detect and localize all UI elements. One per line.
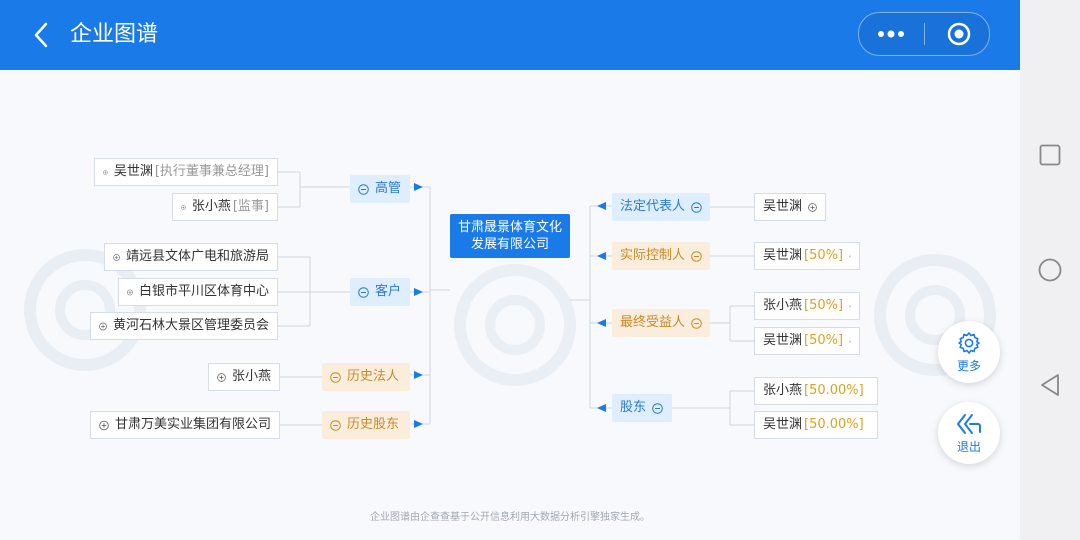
chevron-left-icon <box>34 22 48 48</box>
company-name: 甘肃万美实业集团有限公司 <box>114 417 271 432</box>
person-node[interactable]: 张小燕 [50%] <box>754 292 860 320</box>
customer-node[interactable]: 黄河石林大景区管理委员会 <box>90 312 278 340</box>
system-nav-bar <box>1020 0 1080 540</box>
target-circle-icon <box>947 22 971 46</box>
exit-arrow-icon <box>957 413 981 434</box>
expand-plus-icon[interactable] <box>99 321 107 332</box>
more-button[interactable]: 更多 <box>938 321 1000 383</box>
share-percent: [50%] <box>804 248 844 263</box>
connection-lines <box>278 171 754 428</box>
share-percent: [50.00%] <box>804 383 864 398</box>
expand-plus-icon[interactable] <box>849 336 851 347</box>
category-label: 法定代表人 <box>620 199 686 214</box>
person-name: 张小燕 <box>191 199 231 214</box>
collapse-minus-icon[interactable] <box>358 286 369 298</box>
share-percent: [50.00%] <box>804 417 864 432</box>
expand-plus-icon[interactable] <box>127 287 133 298</box>
page-title: 企业图谱 <box>70 22 159 47</box>
person-name: 吴世渊 <box>763 199 803 214</box>
expand-plus-icon[interactable] <box>113 252 120 263</box>
home-button[interactable] <box>1035 255 1065 285</box>
customer-node[interactable]: 靖远县文体广电和旅游局 <box>104 243 278 271</box>
expand-plus-icon[interactable] <box>99 420 109 431</box>
history-person-node[interactable]: 张小燕 <box>208 363 280 391</box>
category-legal-rep[interactable]: 法定代表人 <box>612 193 710 221</box>
category-actual-controller[interactable]: 实际控制人 <box>612 242 710 270</box>
customer-name: 靖远县文体广电和旅游局 <box>125 249 269 264</box>
share-percent: [50%] <box>804 298 844 313</box>
category-kehu[interactable]: 客户 <box>350 278 410 306</box>
person-name: 吴世渊 <box>113 164 153 179</box>
exit-button[interactable]: 退出 <box>938 402 1000 464</box>
collapse-minus-icon[interactable] <box>358 183 369 195</box>
category-shareholder[interactable]: 股东 <box>612 394 672 422</box>
collapse-minus-icon[interactable] <box>691 317 702 329</box>
customer-node[interactable]: 白银市平川区体育中心 <box>118 278 278 306</box>
person-node[interactable]: 张小燕 [监事] <box>172 193 278 221</box>
system-back-button[interactable] <box>1035 370 1065 400</box>
category-label: 股东 <box>620 400 647 415</box>
expand-plus-icon[interactable] <box>181 202 186 213</box>
expand-plus-icon[interactable] <box>103 167 108 178</box>
category-gaoguan[interactable]: 高管 <box>350 175 410 203</box>
person-node[interactable]: 吴世渊 [50.00%] <box>754 411 878 439</box>
expand-plus-icon[interactable] <box>849 251 851 262</box>
capsule-divider <box>924 23 925 45</box>
category-label: 历史法人 <box>347 369 400 384</box>
top-bar: 企业图谱 <box>0 0 1020 70</box>
gear-icon <box>958 331 980 354</box>
person-name: 张小燕 <box>231 369 271 384</box>
category-history-legal-rep[interactable]: 历史法人 <box>322 363 410 391</box>
person-role: [监事] <box>232 199 269 214</box>
category-label: 历史股东 <box>347 417 400 432</box>
person-role: [执行董事兼总经理] <box>154 164 269 179</box>
category-history-shareholder[interactable]: 历史股东 <box>322 411 410 439</box>
share-percent: [50%] <box>804 333 844 348</box>
close-program-button[interactable] <box>939 19 979 49</box>
expand-plus-icon[interactable] <box>808 202 817 213</box>
collapse-minus-icon[interactable] <box>652 402 663 414</box>
expand-plus-icon[interactable] <box>849 301 851 312</box>
person-name: 吴世渊 <box>763 248 803 263</box>
center-company-node[interactable]: 甘肃晟景体育文化 发展有限公司 <box>450 214 570 258</box>
exit-label: 退出 <box>956 439 981 454</box>
mini-program-capsule <box>858 12 990 56</box>
person-name: 吴世渊 <box>763 333 803 348</box>
more-options-button[interactable] <box>871 19 911 49</box>
customer-name: 黄河石林大景区管理委员会 <box>112 318 269 333</box>
person-name: 吴世渊 <box>763 417 803 432</box>
person-name: 张小燕 <box>763 298 803 313</box>
more-dots-icon <box>878 30 904 38</box>
category-label: 最终受益人 <box>620 315 686 330</box>
person-node[interactable]: 吴世渊 [50%] <box>754 327 860 355</box>
company-name-line1: 甘肃晟景体育文化 <box>457 220 562 235</box>
company-name-line2: 发展有限公司 <box>470 237 549 252</box>
more-label: 更多 <box>956 358 981 373</box>
history-shareholder-node[interactable]: 甘肃万美实业集团有限公司 <box>90 411 280 439</box>
person-node[interactable]: 吴世渊 <box>754 193 826 221</box>
collapse-minus-icon[interactable] <box>330 371 341 383</box>
collapse-minus-icon[interactable] <box>691 250 702 262</box>
square-icon <box>1039 144 1061 166</box>
recent-apps-button[interactable] <box>1035 140 1065 170</box>
category-ultimate-beneficiary[interactable]: 最终受益人 <box>612 309 710 337</box>
person-name: 张小燕 <box>763 383 803 398</box>
collapse-minus-icon[interactable] <box>691 201 702 213</box>
person-node[interactable]: 吴世渊 [执行董事兼总经理] <box>94 158 278 186</box>
collapse-minus-icon[interactable] <box>330 419 341 431</box>
back-button[interactable] <box>26 20 56 50</box>
person-node[interactable]: 吴世渊 [50%] <box>754 242 860 270</box>
footer-note: 企业图谱由企查查基于公开信息利用大数据分析引擎独家生成。 <box>370 512 650 523</box>
category-label: 高管 <box>375 181 402 196</box>
category-label: 客户 <box>375 284 402 299</box>
triangle-back-icon <box>1041 374 1059 396</box>
customer-name: 白银市平川区体育中心 <box>138 284 269 299</box>
expand-plus-icon[interactable] <box>217 372 226 383</box>
person-node[interactable]: 张小燕 [50.00%] <box>754 377 878 405</box>
category-label: 实际控制人 <box>620 248 686 263</box>
circle-icon <box>1038 258 1062 282</box>
